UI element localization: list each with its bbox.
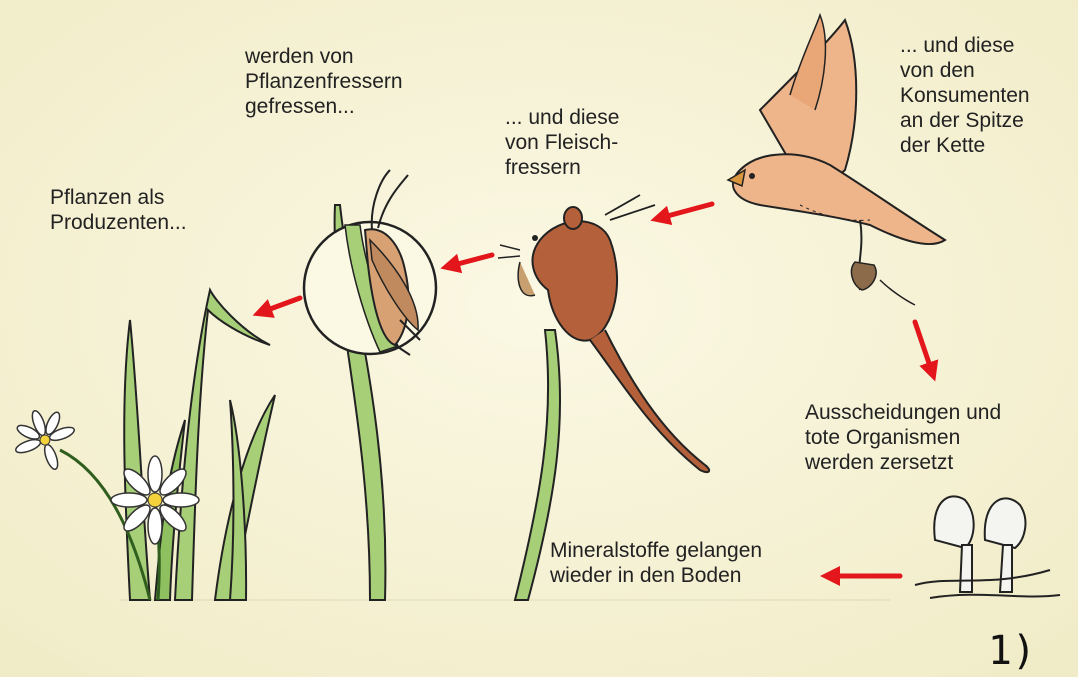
- label-herbivores: werden von Pflanzenfressern gefressen...: [245, 44, 403, 119]
- label-minerals: Mineralstoffe gelangen wieder in den Bod…: [550, 538, 762, 588]
- label-producers: Pflanzen als Produzenten...: [50, 185, 187, 235]
- label-decomposition: Ausscheidungen und tote Organismen werde…: [805, 400, 1001, 475]
- label-top-consumers: ... und diese von den Konsumenten an der…: [900, 33, 1030, 158]
- label-carnivores: ... und diese von Fleisch- fressern: [505, 105, 619, 180]
- figure-number: 1): [988, 628, 1036, 674]
